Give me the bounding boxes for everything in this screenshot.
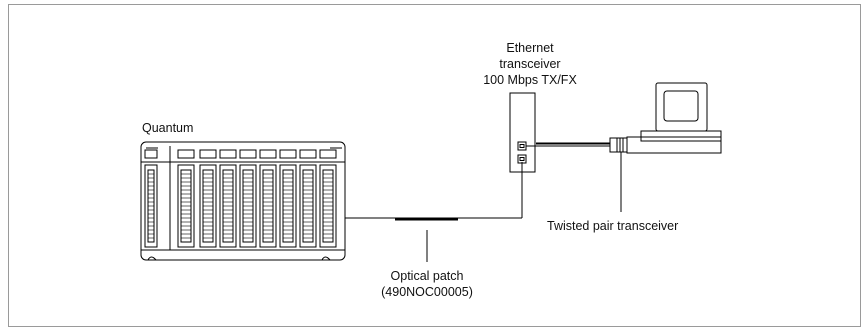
ethernet-transceiver-icon: [509, 92, 536, 173]
rack-module: [177, 164, 195, 248]
rack-module: [259, 149, 277, 159]
diagram-frame: [8, 4, 861, 327]
rack-module: [219, 164, 237, 248]
ethernet-label-line3: 100 Mbps TX/FX: [483, 73, 577, 87]
rack-module: [144, 149, 158, 159]
rack-module: [279, 164, 297, 248]
rack-module: [144, 164, 158, 248]
rack-module: [259, 164, 277, 248]
twisted-pair-label: Twisted pair transceiver: [547, 219, 679, 233]
ethernet-label-line1: Ethernet: [506, 41, 554, 55]
rack-module: [299, 164, 317, 248]
ethernet-label-line2: transceiver: [499, 57, 561, 71]
ethernet-transceiver-label: Ethernet transceiver 100 Mbps TX/FX: [460, 40, 600, 88]
rack-module: [219, 149, 237, 159]
rack-module: [199, 149, 217, 159]
rack-module: [279, 149, 297, 159]
computer-icon: [626, 82, 722, 154]
optical-label-line1: Optical patch: [390, 269, 464, 283]
rack-module: [319, 149, 337, 159]
rack-module: [199, 164, 217, 248]
quantum-rack-icon: [140, 141, 346, 261]
optical-patch-label: Optical patch (490NOC00005): [357, 268, 497, 300]
rack-module: [319, 164, 337, 248]
optical-cable: [345, 162, 523, 262]
rack-module: [239, 149, 257, 159]
optical-label-line2: (490NOC00005): [381, 285, 473, 299]
rack-module: [299, 149, 317, 159]
quantum-label: Quantum: [142, 121, 194, 135]
twisted-pair-cable: [526, 137, 628, 212]
rack-module: [177, 149, 195, 159]
rack-module: [239, 164, 257, 248]
